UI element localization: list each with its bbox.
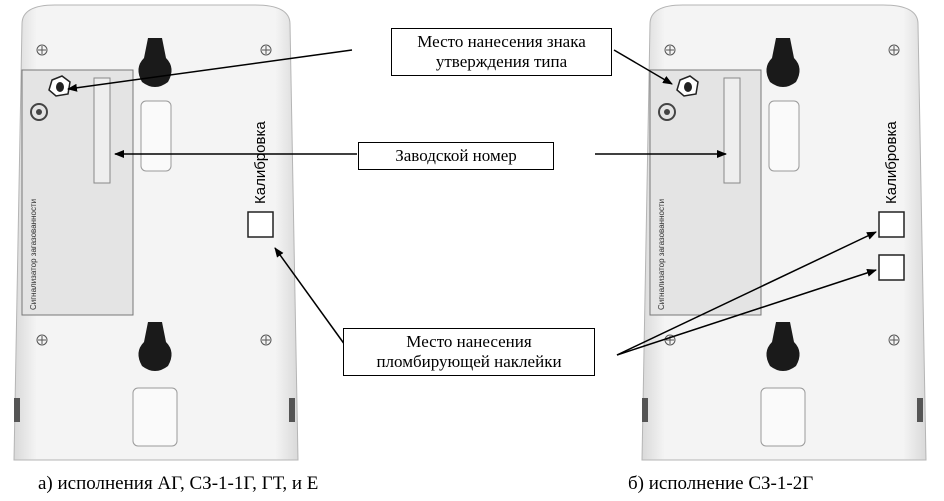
label-panel-left bbox=[21, 69, 134, 316]
approval-mark-icon bbox=[48, 75, 71, 97]
approval-mark-icon bbox=[676, 75, 699, 97]
signaler-label-right: Сигнализатор загазованности bbox=[657, 198, 666, 310]
brand-logo-icon bbox=[658, 103, 676, 121]
seal-sticker-callout-line2: пломбирующей наклейки bbox=[376, 352, 562, 371]
approval-mark-callout: Место нанесения знака утверждения типа bbox=[391, 28, 612, 76]
seal-sticker-callout-line1: Место нанесения bbox=[406, 332, 532, 351]
device-right bbox=[641, 4, 927, 461]
approval-mark-callout-line2: утверждения типа bbox=[435, 52, 568, 71]
keyhole-icon bbox=[766, 322, 800, 371]
screw-icon bbox=[36, 44, 272, 346]
serial-plate-right bbox=[723, 77, 741, 184]
serial-plate-left bbox=[93, 77, 111, 184]
screw-icon bbox=[664, 44, 900, 346]
label-panel-right bbox=[649, 69, 762, 316]
calibration-label-left: Калибровка bbox=[252, 121, 269, 204]
approval-mark-callout-line1: Место нанесения знака bbox=[417, 32, 586, 51]
serial-number-callout: Заводской номер bbox=[358, 142, 554, 170]
device-left bbox=[13, 4, 299, 461]
keyhole-icon bbox=[766, 38, 800, 87]
seal-square-right-upper bbox=[878, 211, 905, 238]
seal-square-left bbox=[247, 211, 274, 238]
seal-square-right-lower bbox=[878, 254, 905, 281]
calibration-label-right: Калибровка bbox=[883, 121, 900, 204]
keyhole-icon bbox=[138, 322, 172, 371]
pointer-arrows bbox=[67, 49, 877, 356]
caption-left: а) исполнения АГ, СЗ-1-1Г, ГТ, и Е bbox=[38, 473, 319, 494]
keyhole-icon bbox=[138, 38, 172, 87]
caption-right: б) исполнение СЗ-1-2Г bbox=[628, 473, 814, 494]
signaler-label-left: Сигнализатор загазованности bbox=[29, 198, 38, 310]
brand-logo-icon bbox=[30, 103, 48, 121]
seal-sticker-callout: Место нанесения пломбирующей наклейки bbox=[343, 328, 595, 376]
